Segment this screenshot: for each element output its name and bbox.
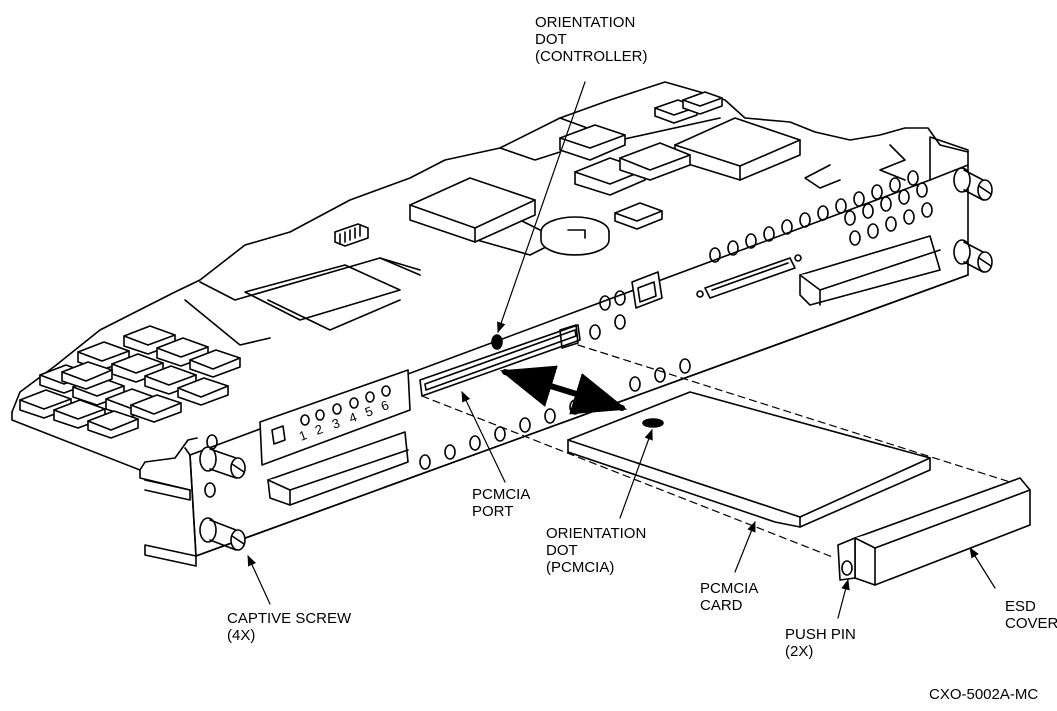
leader-orientation-dot-controller	[497, 81, 586, 334]
label-line: (CONTROLLER)	[535, 48, 648, 65]
scsi-connector	[696, 254, 802, 299]
led-panel	[259, 369, 411, 466]
left-chip-array	[19, 325, 241, 439]
leader-pcmcia-port	[461, 391, 506, 483]
label-orientation-dot-controller: ORIENTATION DOT (CONTROLLER)	[535, 14, 648, 65]
label-line: (PCMCIA)	[546, 559, 615, 576]
leader-pcmcia-card	[734, 520, 756, 573]
insertion-arrow	[499, 365, 628, 415]
led-number: 4	[347, 409, 359, 426]
label-line: CAPTIVE SCREW	[227, 610, 352, 627]
led-number: 5	[363, 403, 375, 420]
led-number: 1	[297, 427, 309, 444]
label-line: CARD	[700, 597, 743, 614]
label-line: PUSH PIN	[785, 626, 856, 643]
captive-screws	[199, 167, 993, 551]
leader-push-pin	[837, 578, 850, 619]
label-line: ORIENTATION	[546, 525, 647, 542]
captive-screw-icon	[199, 517, 246, 551]
figure-id: CXO-5002A-MC	[929, 686, 1039, 703]
leader-esd-cover	[969, 547, 996, 589]
orientation-dot-controller	[491, 334, 503, 350]
label-pcmcia-port: PCMCIA PORT	[472, 486, 530, 520]
label-line: (4X)	[227, 627, 256, 644]
label-orientation-dot-pcmcia: ORIENTATION DOT (PCMCIA)	[546, 525, 646, 576]
label-captive-screw: CAPTIVE SCREW (4X)	[227, 610, 351, 644]
label-push-pin: PUSH PIN (2X)	[785, 626, 856, 660]
push-pin-icon	[841, 560, 853, 576]
label-esd-cover: ESD COVER	[1005, 598, 1057, 632]
controller-board	[11, 81, 969, 491]
captive-screw-icon	[199, 446, 246, 479]
bulkhead-holes	[204, 170, 933, 498]
led-number: 2	[313, 421, 325, 438]
orientation-dot-pcmcia	[642, 418, 664, 428]
led-number: 6	[379, 397, 391, 414]
led-number: 3	[330, 415, 342, 432]
board-chips	[334, 91, 801, 256]
pcmcia-card	[567, 391, 931, 528]
pcmcia-port-slot	[419, 324, 581, 397]
label-line: COVER	[1005, 615, 1057, 632]
label-line: ESD	[1005, 598, 1036, 615]
leader-orientation-dot-pcmcia	[619, 428, 653, 519]
label-line: (2X)	[785, 643, 814, 660]
bulkhead-brackets	[267, 235, 941, 506]
label-pcmcia-card: PCMCIA CARD	[700, 580, 758, 614]
label-line: DOT	[535, 31, 567, 48]
label-line: ORIENTATION	[535, 14, 636, 31]
leader-lines	[247, 81, 996, 619]
rj-jack	[631, 271, 663, 309]
label-line: DOT	[546, 542, 578, 559]
led-numbers: 1 2 3 4 5 6	[297, 397, 391, 444]
label-line: PCMCIA	[700, 580, 759, 597]
captive-screw-icon	[953, 239, 993, 273]
leader-captive-screw	[247, 555, 271, 605]
label-line: PCMCIA	[472, 486, 531, 503]
insertion-guides	[421, 344, 1011, 559]
esd-cover	[837, 477, 1031, 586]
captive-screw-icon	[953, 167, 993, 201]
label-line: PORT	[472, 503, 514, 520]
